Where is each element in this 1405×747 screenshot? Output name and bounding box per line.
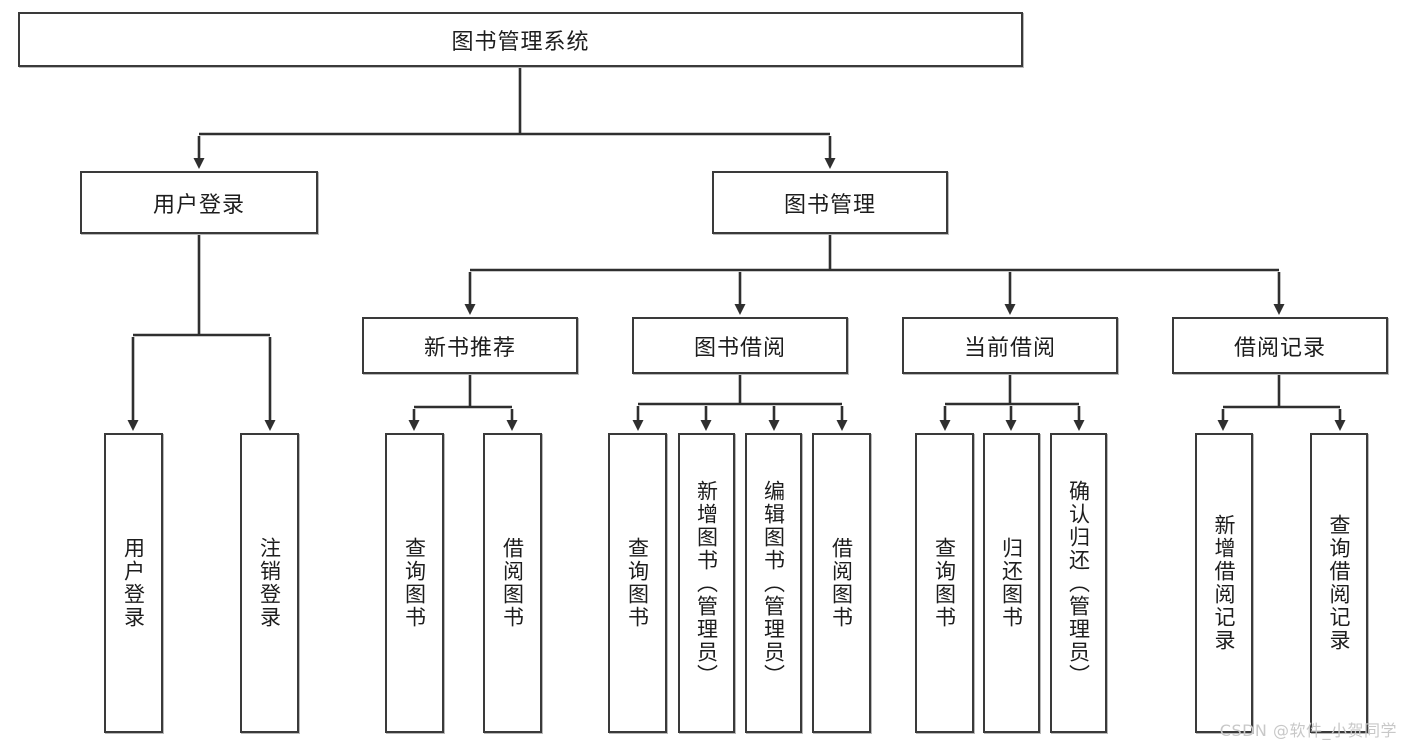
node-book-management[interactable]: 图书管理 <box>712 171 948 234</box>
node-label: 用户登录 <box>152 192 245 218</box>
node-label: 查询图书 <box>625 537 650 629</box>
node-current-borrow[interactable]: 当前借阅 <box>902 317 1118 374</box>
node-root-system[interactable]: 图书管理系统 <box>18 12 1023 67</box>
node-book-borrow[interactable]: 图书借阅 <box>632 317 848 374</box>
node-label: 注销登录 <box>257 537 282 629</box>
node-label: 编辑图书（管理员） <box>761 479 786 687</box>
leaf-recommend-query-book[interactable]: 查询图书 <box>385 433 444 733</box>
watermark: CSDN @软件_小贺同学 <box>1219 721 1397 740</box>
node-label: 图书管理系统 <box>451 29 590 55</box>
leaf-borrow-edit-book-admin[interactable]: 编辑图书（管理员） <box>745 433 802 733</box>
node-label: 新增借阅记录 <box>1212 514 1237 652</box>
node-label: 借阅图书 <box>829 537 854 629</box>
leaf-user-login-signout[interactable]: 注销登录 <box>240 433 299 733</box>
leaf-record-add-record[interactable]: 新增借阅记录 <box>1195 433 1253 733</box>
node-label: 查询借阅记录 <box>1327 514 1352 652</box>
leaf-borrow-borrow-book[interactable]: 借阅图书 <box>812 433 871 733</box>
node-label: 查询图书 <box>402 537 427 629</box>
leaf-user-login-signin[interactable]: 用户登录 <box>104 433 163 733</box>
node-user-login[interactable]: 用户登录 <box>80 171 318 234</box>
leaf-current-confirm-return-admin[interactable]: 确认归还（管理员） <box>1050 433 1107 733</box>
node-label: 图书借阅 <box>693 335 786 361</box>
node-label: 用户登录 <box>121 537 146 629</box>
node-label: 图书管理 <box>783 192 876 218</box>
node-new-book-recommend[interactable]: 新书推荐 <box>362 317 578 374</box>
node-label: 确认归还（管理员） <box>1066 479 1091 687</box>
node-borrow-record[interactable]: 借阅记录 <box>1172 317 1388 374</box>
node-label: 借阅记录 <box>1233 335 1326 361</box>
node-label: 新增图书（管理员） <box>694 479 719 687</box>
leaf-current-return-book[interactable]: 归还图书 <box>983 433 1040 733</box>
leaf-recommend-borrow-book[interactable]: 借阅图书 <box>483 433 542 733</box>
node-label: 查询图书 <box>932 537 957 629</box>
node-label: 当前借阅 <box>963 335 1056 361</box>
leaf-record-query-record[interactable]: 查询借阅记录 <box>1310 433 1368 733</box>
leaf-borrow-add-book-admin[interactable]: 新增图书（管理员） <box>678 433 735 733</box>
node-label: 归还图书 <box>999 537 1024 629</box>
leaf-borrow-query-book[interactable]: 查询图书 <box>608 433 667 733</box>
leaf-current-query-book[interactable]: 查询图书 <box>915 433 974 733</box>
node-label: 新书推荐 <box>423 335 516 361</box>
node-label: 借阅图书 <box>500 537 525 629</box>
